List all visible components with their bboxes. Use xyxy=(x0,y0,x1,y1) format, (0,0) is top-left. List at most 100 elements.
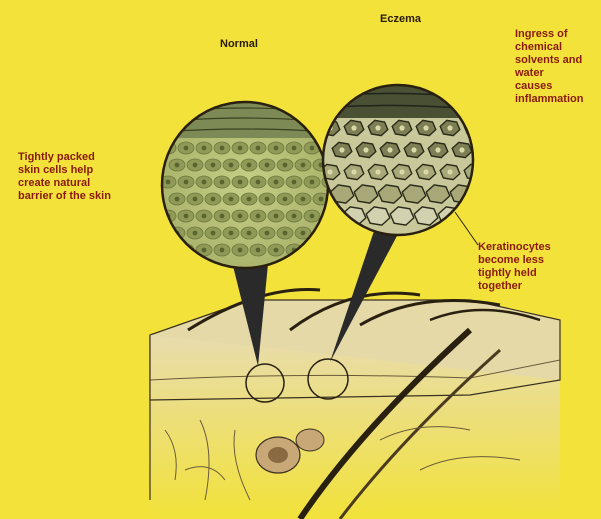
eczema-magnified-view xyxy=(318,84,498,235)
eczema-cell-nucleus xyxy=(483,147,488,152)
eczema-cell-nucleus xyxy=(351,125,356,130)
normal-cell-nucleus xyxy=(220,214,225,219)
normal-cell-nucleus xyxy=(202,180,207,185)
normal-cell-nucleus xyxy=(310,214,315,219)
eczema-cell-nucleus xyxy=(471,125,476,130)
normal-cell-nucleus xyxy=(319,197,324,202)
normal-cell-nucleus xyxy=(292,214,297,219)
annotation-line: water xyxy=(515,67,583,80)
normal-cell-nucleus xyxy=(184,180,189,185)
eczema-cell-nucleus xyxy=(351,169,356,174)
normal-cell-nucleus xyxy=(256,248,261,253)
normal-cell-nucleus xyxy=(166,180,171,185)
annotation-line: chemical xyxy=(515,41,583,54)
normal-cell-nucleus xyxy=(211,231,216,236)
normal-cell-nucleus xyxy=(283,197,288,202)
eczema-cell-nucleus xyxy=(339,147,344,152)
eczema-title: Eczema xyxy=(380,13,421,26)
normal-cell-nucleus xyxy=(256,180,261,185)
normal-cell-nucleus xyxy=(256,146,261,151)
normal-title: Normal xyxy=(220,38,258,51)
eczema-skin-cell xyxy=(476,142,496,157)
eczema-cell-nucleus xyxy=(435,147,440,152)
keratinocytes-annotation: Keratinocytes become less tightly held t… xyxy=(478,241,551,293)
normal-cell-nucleus xyxy=(274,146,279,151)
normal-cell-nucleus xyxy=(247,163,252,168)
normal-cell-nucleus xyxy=(301,231,306,236)
normal-cell-nucleus xyxy=(283,163,288,168)
normal-cell-nucleus xyxy=(301,163,306,168)
normal-cell-nucleus xyxy=(265,197,270,202)
normal-skin-cell xyxy=(160,244,176,256)
normal-magnified-view xyxy=(160,100,347,268)
eczema-skin-cell xyxy=(474,185,498,203)
normal-cell-nucleus xyxy=(265,231,270,236)
normal-cell-nucleus xyxy=(229,231,234,236)
normal-cell-nucleus xyxy=(337,231,342,236)
annotation-line: skin cells help xyxy=(18,164,111,177)
keratinocytes-leader xyxy=(455,212,478,245)
normal-cell-nucleus xyxy=(256,214,261,219)
normal-cell-nucleus xyxy=(220,146,225,151)
normal-cell-nucleus xyxy=(220,180,225,185)
tightly-packed-annotation: Tightly packed skin cells help create na… xyxy=(18,151,111,203)
normal-cell-nucleus xyxy=(265,163,270,168)
annotation-line: create natural xyxy=(18,177,111,190)
normal-cell-nucleus xyxy=(310,146,315,151)
annotation-line: barrier of the skin xyxy=(18,190,111,203)
eczema-cell-nucleus xyxy=(447,125,452,130)
normal-cell-nucleus xyxy=(310,180,315,185)
normal-cell-nucleus xyxy=(193,163,198,168)
normal-cell-nucleus xyxy=(211,197,216,202)
normal-cell-nucleus xyxy=(274,180,279,185)
normal-cell-nucleus xyxy=(211,163,216,168)
normal-cell-nucleus xyxy=(328,214,333,219)
eczema-skin-cell xyxy=(462,207,486,225)
normal-cell-nucleus xyxy=(175,197,180,202)
normal-cell-nucleus xyxy=(238,146,243,151)
normal-cell-nucleus xyxy=(274,248,279,253)
annotation-line: causes xyxy=(515,80,583,93)
normal-cell-nucleus xyxy=(184,248,189,253)
eczema-cell-nucleus xyxy=(399,169,404,174)
normal-cell-nucleus xyxy=(202,214,207,219)
normal-cell-nucleus xyxy=(292,146,297,151)
eczema-cell-nucleus xyxy=(399,125,404,130)
normal-cell-nucleus xyxy=(247,231,252,236)
normal-cell-nucleus xyxy=(220,248,225,253)
annotation-line: become less xyxy=(478,254,551,267)
eczema-cell-nucleus xyxy=(363,147,368,152)
annotation-line: Keratinocytes xyxy=(478,241,551,254)
normal-cell-nucleus xyxy=(238,214,243,219)
eczema-cell-nucleus xyxy=(387,147,392,152)
normal-cell-nucleus xyxy=(184,146,189,151)
normal-cell-nucleus xyxy=(319,231,324,236)
annotation-line: together xyxy=(478,280,551,293)
eczema-cell-nucleus xyxy=(447,169,452,174)
normal-cell-nucleus xyxy=(292,180,297,185)
normal-cell-nucleus xyxy=(238,248,243,253)
annotation-line: Ingress of xyxy=(515,28,583,41)
normal-cell-nucleus xyxy=(283,231,288,236)
normal-cell-nucleus xyxy=(301,197,306,202)
normal-cell-nucleus xyxy=(328,248,333,253)
normal-skin-cell xyxy=(322,244,338,256)
eczema-cell-nucleus xyxy=(327,169,332,174)
eczema-cell-nucleus xyxy=(375,169,380,174)
normal-cell-nucleus xyxy=(193,197,198,202)
normal-cell-nucleus xyxy=(193,231,198,236)
normal-cell-nucleus xyxy=(310,248,315,253)
eczema-cell-nucleus xyxy=(423,125,428,130)
normal-cell-nucleus xyxy=(247,197,252,202)
normal-cell-nucleus xyxy=(184,214,189,219)
normal-cell-nucleus xyxy=(238,180,243,185)
annotation-line: tightly held xyxy=(478,267,551,280)
normal-cell-nucleus xyxy=(202,248,207,253)
eczema-cell-nucleus xyxy=(375,125,380,130)
eczema-cell-nucleus xyxy=(411,147,416,152)
annotation-line: Tightly packed xyxy=(18,151,111,164)
eczema-cell-nucleus xyxy=(459,147,464,152)
normal-skin-cell xyxy=(331,227,347,239)
normal-cell-nucleus xyxy=(229,197,234,202)
